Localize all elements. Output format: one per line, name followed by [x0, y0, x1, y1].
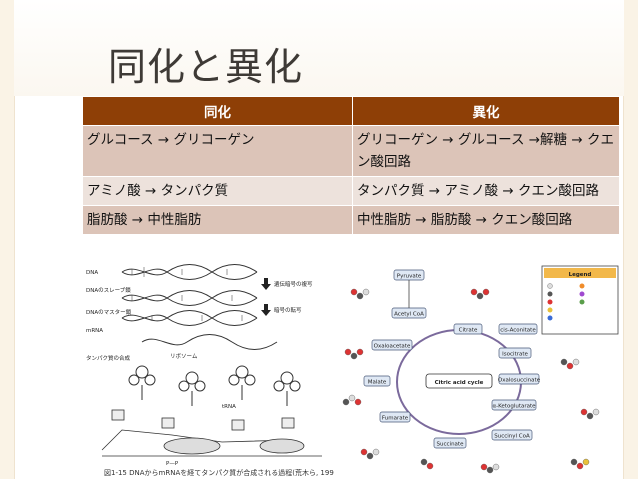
down-arrow-icon — [261, 278, 271, 316]
cycle-nodes — [363, 269, 540, 449]
slide-title: 同化と異化 — [108, 45, 304, 89]
cell-catabolism: タンパク質 → アミノ酸 → クエン酸回路 — [352, 176, 620, 206]
cell-catabolism: 中性脂肪 → 脂肪酸 → クエン酸回路 — [352, 205, 620, 235]
right-decor-rail — [623, 0, 638, 479]
cycle-center — [425, 373, 493, 389]
node-succinate: Succinate — [437, 442, 465, 448]
molecule-models — [342, 288, 600, 474]
label-transcription: 暗号の転写 — [274, 306, 302, 314]
citric-acid-cycle-figure: Legend Citric acid cycle — [334, 262, 620, 479]
chain-label: P—P — [166, 461, 179, 467]
dna-helix — [121, 264, 278, 350]
label-trna: tRNA — [222, 404, 236, 410]
protein-synthesis-figure: DNA DNAのスレーブ鎖 DNAのマスター鎖 mRNA タンパク質の合成 遺伝… — [82, 260, 341, 479]
node-pyruvate: Pyruvate — [397, 274, 422, 280]
left-decor-rail — [0, 0, 15, 479]
node-citrate: Citrate — [459, 328, 478, 334]
table-header-row: 同化 異化 — [82, 96, 620, 126]
table-row: アミノ酸 → タンパク質 タンパク質 → アミノ酸 → クエン酸回路 — [82, 176, 620, 206]
node-succinyl-coa: Succinyl CoA — [494, 434, 530, 440]
cycle-node-labels: Pyruvate Acetyl CoA Citrate cis-Aconitat… — [368, 274, 541, 448]
comparison-table: 同化 異化 グルコース → グリコーゲン グリコーゲン → グルコース →解糖 … — [82, 96, 620, 235]
header-anabolism: 同化 — [82, 96, 353, 126]
table-row: 脂肪酸 → 中性脂肪 中性脂肪 → 脂肪酸 → クエン酸回路 — [82, 205, 620, 235]
node-alpha-ketoglutarate: α-Ketoglutarate — [492, 404, 536, 410]
label-dna: DNA — [86, 270, 98, 276]
table-row: グルコース → グリコーゲン グリコーゲン → グルコース →解糖 → クエン酸… — [82, 125, 620, 177]
node-malate: Malate — [368, 380, 387, 386]
node-oxalosuccinate: Oxalosuccinate — [498, 378, 541, 384]
legend-title: Legend — [569, 272, 592, 278]
cycle-center-label: Citric acid cycle — [435, 380, 484, 386]
node-isocitrate: Isocitrate — [502, 352, 528, 358]
node-cis-aconitate: cis-Aconitate — [500, 328, 536, 334]
trna-shapes — [128, 365, 301, 406]
label-dna-master: DNAのマスター鎖 — [86, 308, 132, 316]
header-catabolism: 異化 — [352, 96, 620, 126]
node-oxaloacetate: Oxaloacetate — [374, 344, 411, 350]
node-fumarate: Fumarate — [382, 416, 409, 422]
cell-catabolism: グリコーゲン → グルコース →解糖 → クエン酸回路 — [352, 125, 620, 177]
amino-acid-chain — [101, 409, 322, 457]
node-acetyl-coa: Acetyl CoA — [394, 312, 424, 318]
cell-anabolism: 脂肪酸 → 中性脂肪 — [82, 205, 353, 235]
cell-anabolism: アミノ酸 → タンパク質 — [82, 176, 353, 206]
label-ribosome: リボソーム — [170, 352, 198, 360]
label-copy: 遺伝暗号の複写 — [274, 280, 313, 288]
label-protein-synthesis: タンパク質の合成 — [86, 354, 131, 362]
cell-anabolism: グルコース → グリコーゲン — [82, 125, 353, 177]
protein-synthesis-diagram: DNA DNAのスレーブ鎖 DNAのマスター鎖 mRNA タンパク質の合成 遺伝… — [86, 264, 341, 477]
figure-caption: 図1-15 DNAからmRNAを経てタンパク質が合成される過程(荒木ら, 199… — [104, 468, 334, 477]
citric-acid-cycle-diagram: Legend Citric acid cycle — [342, 265, 619, 474]
label-dna-slave: DNAのスレーブ鎖 — [86, 286, 131, 294]
title-band — [14, 0, 624, 96]
label-mrna: mRNA — [86, 328, 103, 334]
legend-box: Legend — [541, 265, 619, 335]
